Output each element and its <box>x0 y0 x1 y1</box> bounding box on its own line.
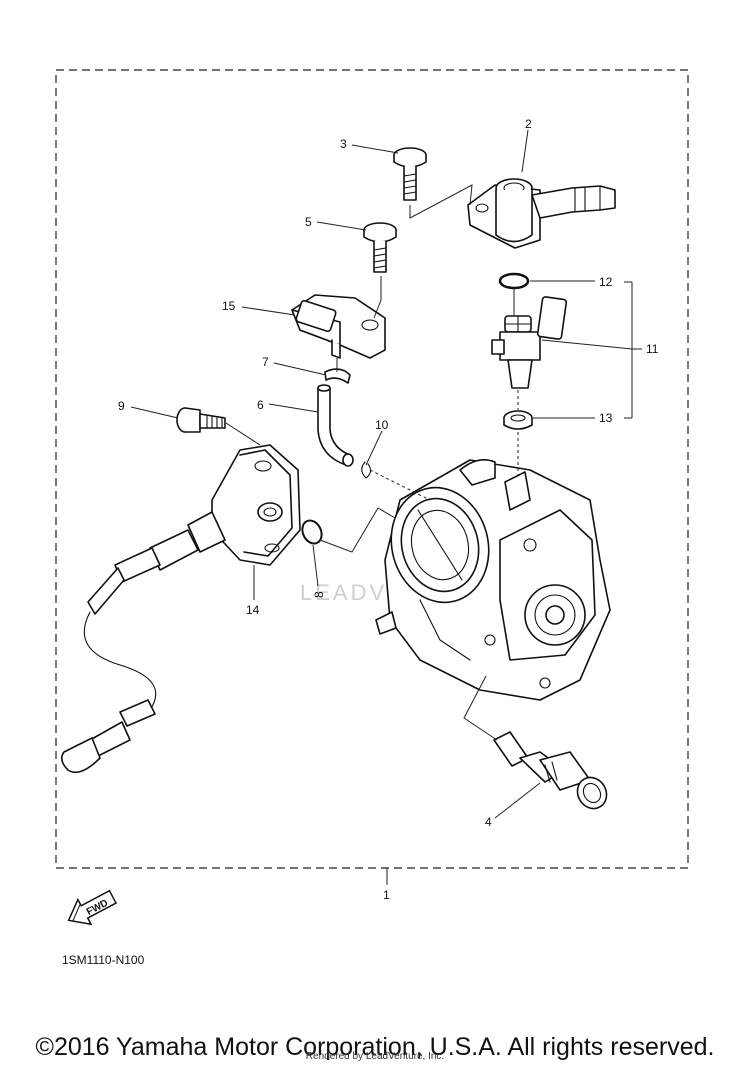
part-12-o-ring[interactable] <box>498 272 530 290</box>
part-14-tps-sensor[interactable] <box>60 444 301 774</box>
part-2-fitting[interactable] <box>467 178 616 249</box>
callout-8: 8 <box>312 591 326 598</box>
callout-2: 2 <box>525 117 532 131</box>
callout-10: 10 <box>375 418 389 432</box>
part-6-hose[interactable] <box>317 384 354 467</box>
part-13-seal[interactable] <box>503 410 533 430</box>
part-9-bolt[interactable] <box>176 407 226 433</box>
part-5-screw[interactable] <box>363 222 397 273</box>
leader-lines <box>130 129 642 885</box>
part-1-throttle-body[interactable] <box>375 459 611 701</box>
rendered-by-text: Rendered by LeadVenture, Inc. <box>305 1051 445 1062</box>
callout-5: 5 <box>305 215 312 229</box>
assembly-boundary <box>55 69 689 869</box>
callout-14: 14 <box>246 603 260 617</box>
part-7-clamp[interactable] <box>324 368 351 384</box>
callout-15: 15 <box>222 299 236 313</box>
copyright-text: ©2016 Yamaha Motor Corporation, U.S.A. A… <box>35 1033 715 1061</box>
assembly-guides <box>225 184 519 741</box>
callout-9: 9 <box>118 399 125 413</box>
callout-labels: 2 3 5 15 12 11 7 6 9 13 10 8 14 4 1 <box>118 117 659 902</box>
callout-3: 3 <box>340 137 347 151</box>
callout-12: 12 <box>599 275 613 289</box>
callout-1: 1 <box>383 888 390 902</box>
callout-13: 13 <box>599 411 613 425</box>
callout-6: 6 <box>257 398 264 412</box>
part-8-o-ring[interactable] <box>299 517 325 546</box>
callout-7: 7 <box>262 355 269 369</box>
part-11-injector[interactable] <box>491 296 568 389</box>
fwd-badge-text: FWD <box>85 898 110 918</box>
callout-11: 11 <box>646 342 659 356</box>
fwd-arrow-icon: FWD <box>67 889 118 926</box>
part-15-sensor[interactable] <box>291 294 386 359</box>
part-10-clip[interactable] <box>361 461 372 479</box>
part-4-sensor[interactable] <box>493 731 612 814</box>
part-3-screw[interactable] <box>393 147 427 201</box>
diagram-code: 1SM1110-N100 <box>62 953 145 967</box>
callout-4: 4 <box>485 815 492 829</box>
